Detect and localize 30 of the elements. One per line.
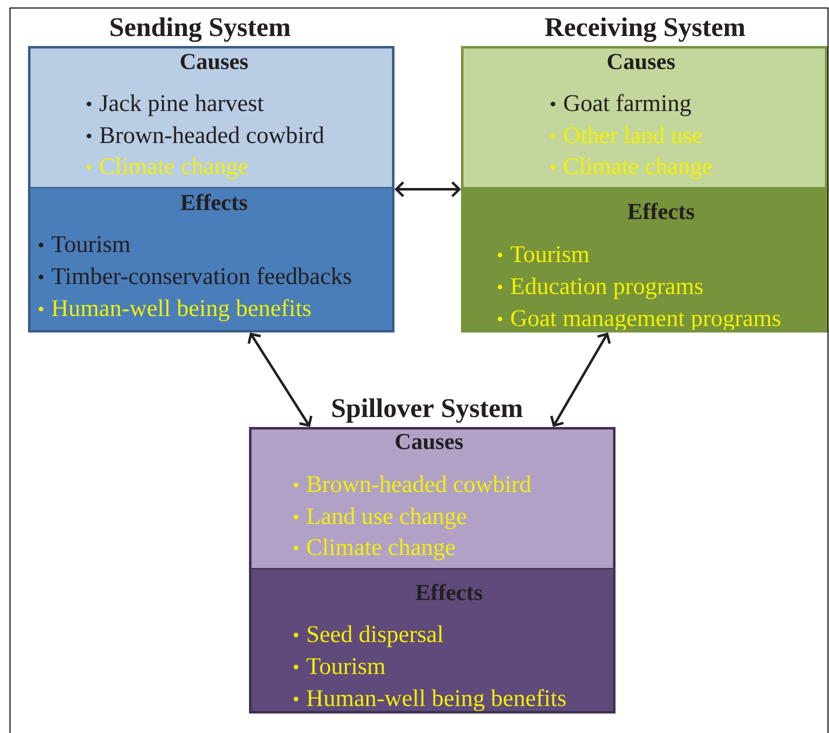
node-label: Spillover System [332, 398, 523, 423]
bullet-item: Seed dispersal [308, 625, 444, 648]
bullet-item: Climate change [307, 538, 455, 560]
bullet-item: Timber-conservation feedbacks [52, 267, 352, 284]
bullet-item: Tourism [52, 236, 130, 252]
arrow [394, 181, 461, 198]
bullet-item: Climate change [564, 157, 712, 180]
bullet-item: Other land use [564, 126, 702, 144]
bullet-item: Human-well being benefits [306, 689, 566, 712]
bullet-item: Jack pine harvest [100, 94, 264, 116]
bullet-item: Land use change [306, 507, 466, 530]
node-label: Sending System [110, 17, 290, 42]
effects-panel: Effects Tourism Education programs Goat management programs [461, 187, 826, 332]
arrow [550, 332, 611, 427]
bullet-item: Tourism [306, 658, 386, 674]
bullet-item: Education programs [510, 277, 703, 300]
effects-panel: Effects Tourism Timber-conservation feedbacks Human-well being benefits [28, 187, 394, 332]
bullet-item: Brown-headed cowbird [306, 475, 531, 492]
bullet-item: Goat farming [564, 94, 691, 116]
causes-panel: Causes Jack pine harvest Brown-headed cowbird Climate change [28, 46, 394, 188]
causes-panel: Causes Goat farming Other land use Climate change [461, 46, 826, 188]
bullet-item: Brown-headed cowbird [100, 126, 324, 144]
bullet-item: Tourism [510, 246, 590, 262]
effects-panel: Effects Seed dispersal Tourism Human-well being benefits [249, 568, 614, 712]
bullet-item: Goat management programs [511, 310, 780, 332]
bullet-item: Human-well being benefits [52, 299, 311, 322]
bullet-item: Climate change [100, 157, 248, 180]
causes-panel: Causes Brown-headed cowbird Land use change Climate change [249, 427, 614, 570]
node-label: Receiving System [544, 17, 746, 42]
arrow [248, 332, 312, 427]
